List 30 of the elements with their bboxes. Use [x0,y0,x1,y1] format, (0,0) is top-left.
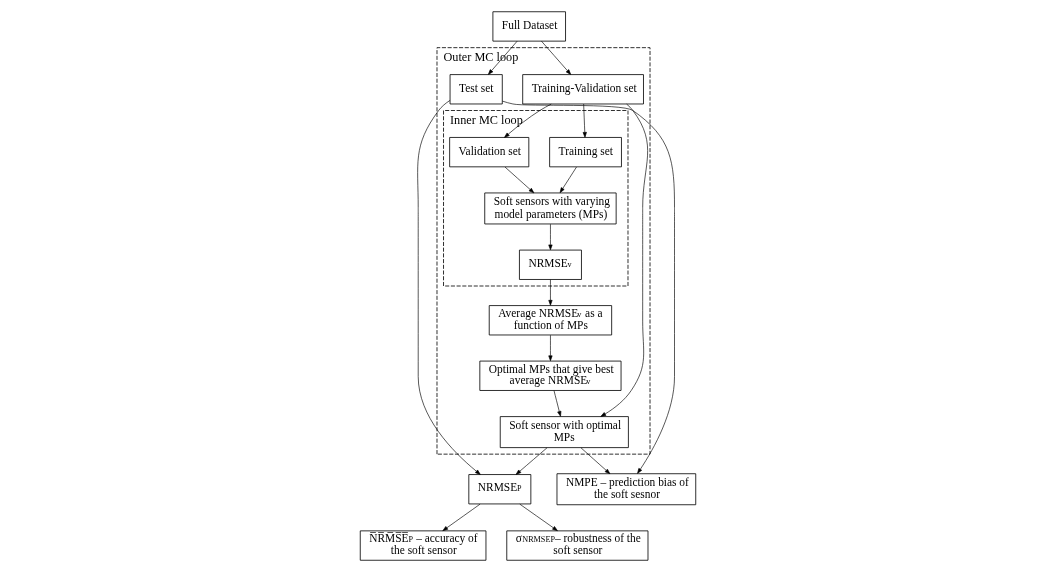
arrow [600,103,648,417]
node-box: σNRMSEP– robustness of the soft sensor [505,530,648,561]
arrow [416,100,481,475]
arrow [519,503,558,532]
arrow [547,334,552,362]
arrow [504,166,534,194]
node-box: Optimal MPs that give best average NRMSEv [478,360,621,391]
node-box: Training set [548,137,622,168]
node-box: Soft sensor with optimal MPs [499,416,629,449]
arrow [553,390,561,417]
arrow [547,279,552,306]
node-box: Average NRMSEv as a function of MPs [488,305,612,336]
arrow [559,166,577,193]
arrow [503,103,552,138]
arrow [540,40,571,75]
node-box: N̅R̅M̅S̅E̅P – accuracy of the soft sensor [359,530,486,561]
arrow [501,100,675,474]
node-box: NMPE – prediction bias of the soft sesnor [556,473,696,506]
arrow [487,40,517,75]
node-box: Soft sensors with varying model parameters (MPs) [483,192,617,225]
node-box: NRMSEv [518,249,582,280]
node-box: Training-Validation set [521,74,644,105]
node-box: Full Dataset [492,11,566,42]
arrow [582,103,587,138]
node-box: Validation set [448,137,529,168]
node-box: NRMSEP [467,474,531,505]
arrow [515,447,547,475]
arrow [442,503,480,532]
arrow [547,223,552,251]
node-box: Test set [449,74,503,105]
